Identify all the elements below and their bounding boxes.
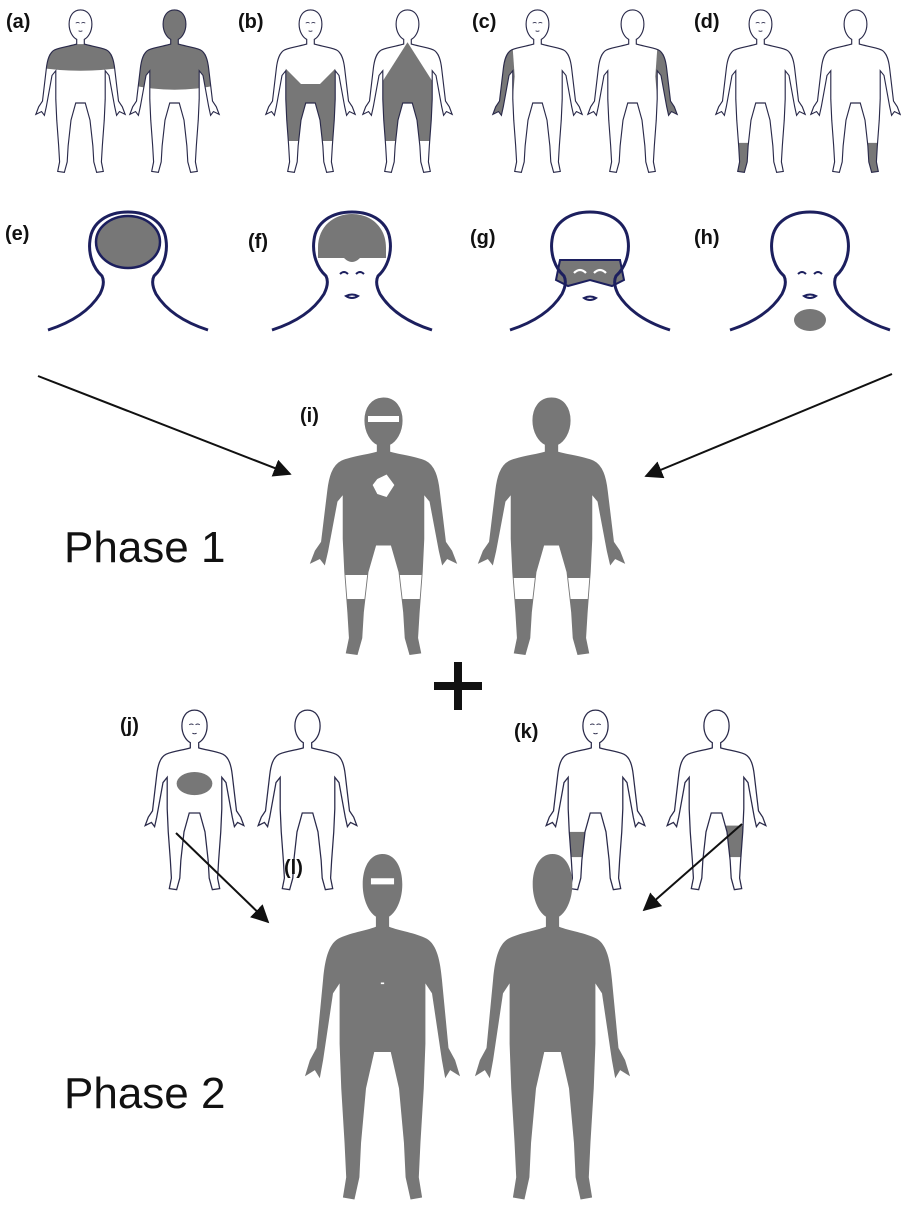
- arrow-right-to-l: [644, 824, 742, 910]
- body-back-i: [474, 395, 629, 665]
- bust-back-e: [48, 212, 208, 330]
- body-front-i: [306, 395, 461, 665]
- phase-1-label: Phase 1: [64, 523, 225, 572]
- plus-icon: [434, 662, 482, 710]
- body-back-d: [811, 10, 900, 174]
- panel-e: [48, 212, 208, 330]
- phase-2-label: Phase 2: [64, 1069, 225, 1118]
- panel-label-g: (g): [470, 227, 496, 249]
- panel-label-k: (k): [514, 721, 538, 743]
- body-front-a: [33, 10, 128, 172]
- body-back-a: [127, 10, 222, 172]
- panel-label-d: (d): [694, 11, 720, 33]
- panel-label-c: (c): [472, 11, 496, 33]
- arrow-left-to-l: [176, 833, 268, 922]
- panel-label-h: (h): [694, 227, 720, 249]
- panel-label-e: (e): [5, 223, 29, 245]
- panel-label-a: (a): [6, 11, 30, 33]
- body-back-l: [470, 850, 635, 1214]
- panel-j: [145, 710, 357, 890]
- panel-f: [272, 212, 432, 330]
- body-back-j: [258, 710, 357, 890]
- panel-label-f: (f): [248, 231, 268, 253]
- body-front-l: [300, 850, 465, 1214]
- panel-a: [33, 10, 222, 172]
- bust-front-g: [510, 212, 670, 330]
- body-back-k: [667, 710, 766, 890]
- panel-label-i: (i): [300, 405, 319, 427]
- panel-i: [306, 395, 629, 665]
- panel-b: [266, 10, 452, 172]
- panel-c: [490, 10, 680, 172]
- panel-d: [716, 10, 900, 174]
- body-front-b: [266, 10, 355, 172]
- panel-k: [546, 710, 766, 890]
- panel-l: [300, 850, 635, 1214]
- panel-h: [730, 212, 890, 331]
- body-back-b: [363, 10, 452, 172]
- body-front-c: [490, 10, 582, 172]
- panel-label-l: (l): [284, 857, 303, 879]
- body-front-d: [716, 10, 805, 174]
- bust-front-f: [272, 212, 432, 330]
- panel-label-j: (j): [120, 715, 139, 737]
- arrow-left-to-i: [38, 376, 290, 474]
- body-back-c: [588, 10, 680, 172]
- bust-front-h: [730, 212, 890, 331]
- panel-label-b: (b): [238, 11, 264, 33]
- panel-g: [510, 212, 670, 330]
- body-front-j: [145, 710, 244, 890]
- arrow-right-to-i: [646, 374, 892, 476]
